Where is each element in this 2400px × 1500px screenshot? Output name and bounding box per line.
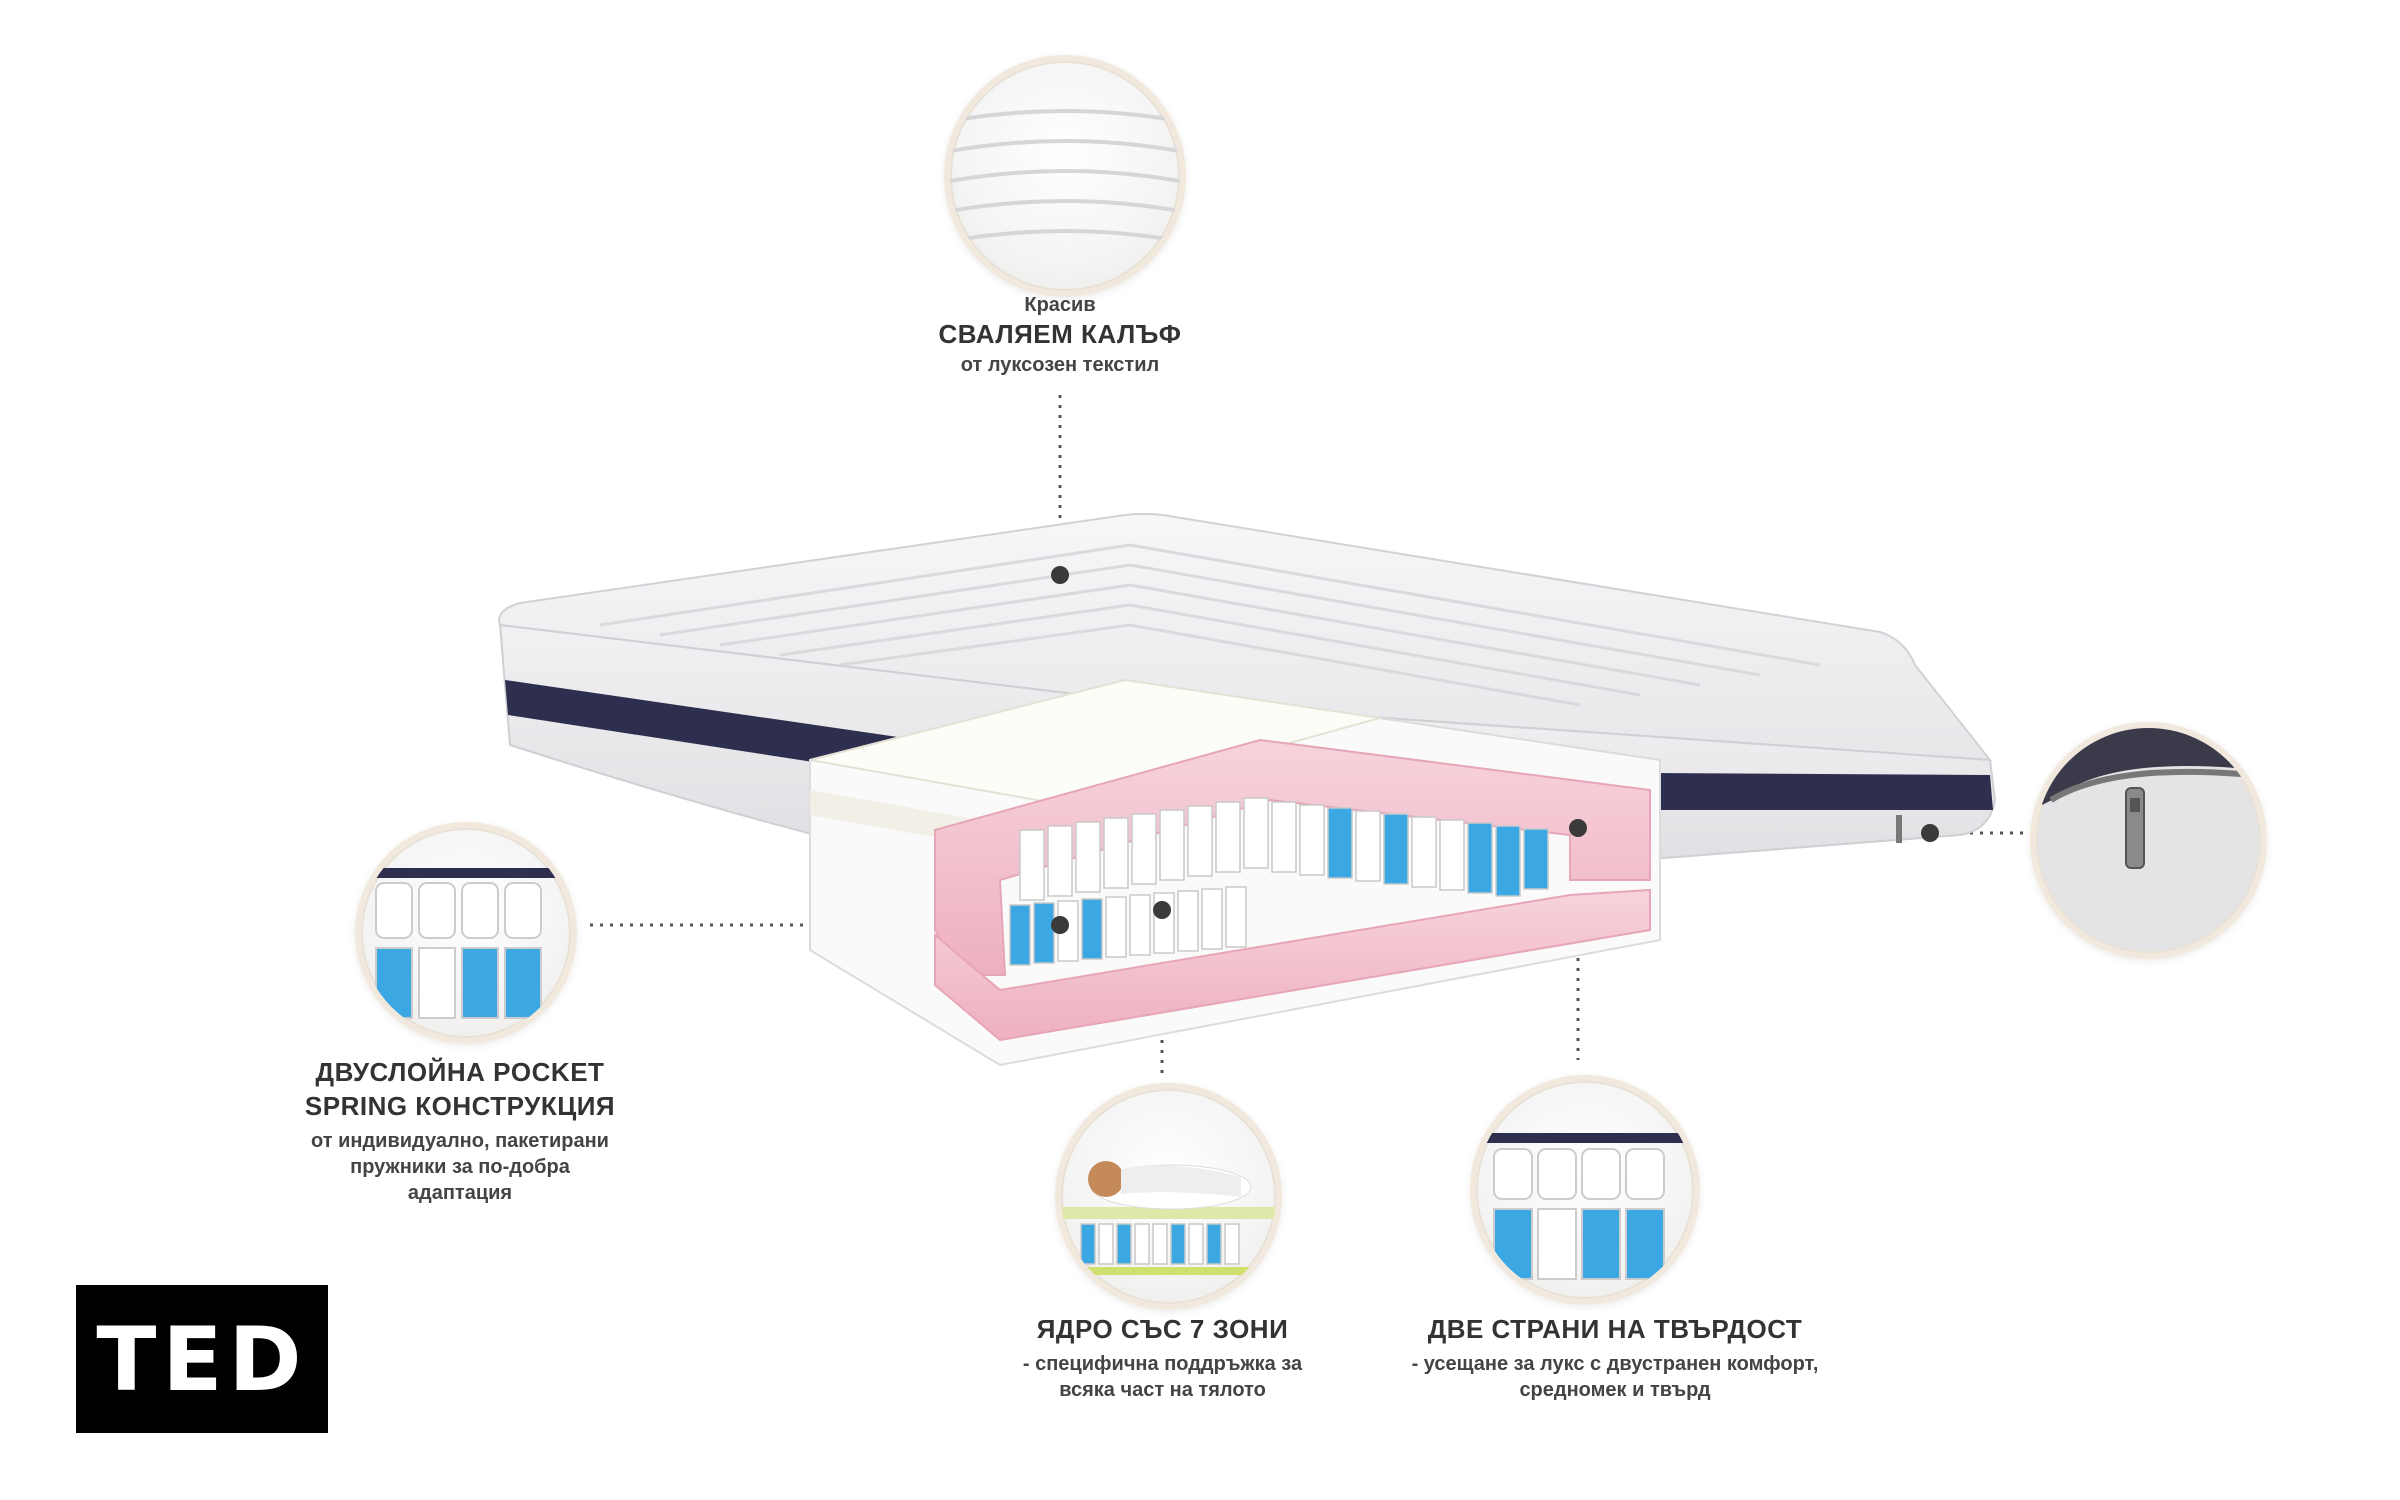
cover-caption-line2: СВАЛЯЕМ КАЛЪФ xyxy=(938,319,1182,349)
zones-caption-desc2: всяка част на тялото xyxy=(1059,1378,1266,1401)
zones-caption: ЯДРО СЪС 7 ЗОНИ - специфична поддръжка з… xyxy=(985,1313,1340,1403)
pocket-springs-closeup xyxy=(355,822,577,1044)
pocket-caption-desc1: от индивидуално, пакетирани xyxy=(311,1129,609,1152)
sides-caption-title: ДВЕ СТРАНИ НА ТВЪРДОСТ xyxy=(1427,1314,1803,1344)
zipper-closeup xyxy=(2030,722,2267,959)
brand-logo: TED xyxy=(76,1285,328,1433)
cover-caption-line1: Красив xyxy=(1024,294,1096,316)
zones-caption-desc1: - специфична поддръжка за xyxy=(1022,1352,1303,1375)
seven-zones-closeup xyxy=(1055,1083,1282,1310)
sides-caption-desc1: - усещане за лукс с двустранен комфорт, xyxy=(1411,1352,1819,1375)
brand-logo-text: TED xyxy=(96,1307,308,1411)
pocket-caption: ДВУСЛОЙНА POCKET SPRING КОНСТРУКЦИЯ от и… xyxy=(255,1056,665,1206)
sides-caption-desc2: средномек и твърд xyxy=(1519,1378,1711,1401)
pocket-caption-desc3: адаптация xyxy=(407,1181,513,1204)
pocket-caption-desc2: пружники за по-добра xyxy=(350,1155,570,1178)
zones-caption-title: ЯДРО СЪС 7 ЗОНИ xyxy=(1036,1314,1289,1344)
cover-fabric-closeup xyxy=(944,55,1186,297)
sides-caption: ДВЕ СТРАНИ НА ТВЪРДОСТ - усещане за лукс… xyxy=(1375,1313,1855,1403)
pocket-caption-title1: ДВУСЛОЙНА POCKET xyxy=(315,1057,605,1087)
two-sides-closeup xyxy=(1470,1075,1700,1305)
pocket-caption-title2: SPRING КОНСТРУКЦИЯ xyxy=(304,1090,616,1121)
cover-caption: Красив СВАЛЯЕМ КАЛЪФ от луксозен текстил xyxy=(870,292,1250,378)
cover-caption-line3: от луксозен текстил xyxy=(960,353,1160,376)
